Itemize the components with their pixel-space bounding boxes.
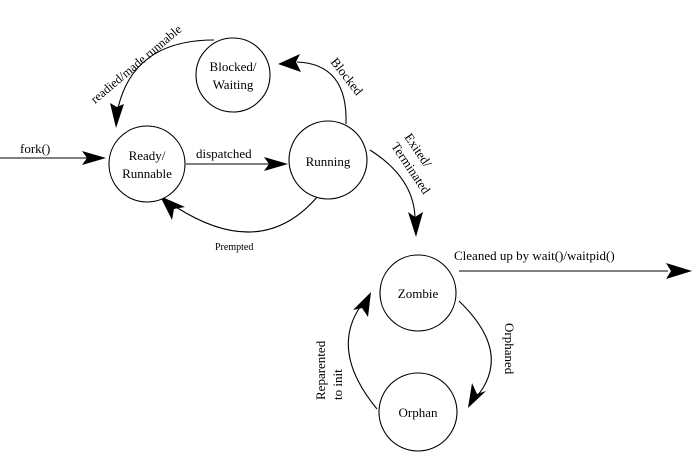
readied-edge [117, 39, 215, 109]
state-circle [288, 120, 368, 200]
label-prempted: Prempted [215, 242, 253, 253]
readied-arrowhead [110, 103, 124, 128]
state-circle [379, 254, 457, 332]
state-label-line2: Waiting [213, 77, 254, 92]
label-cleaned: Cleaned up by wait()/waitpid() [454, 248, 615, 263]
label-fork: fork() [20, 141, 50, 156]
label-reparented-line2: to init [330, 369, 345, 400]
state-zombie: Zombie [379, 254, 457, 332]
label-reparented-line1: Reparented [313, 340, 328, 400]
prempted-edge [175, 195, 319, 233]
label-orphaned: Orphaned [502, 323, 517, 375]
transition-edges [0, 39, 668, 410]
exited-arrowhead [408, 212, 423, 237]
state-circle [108, 125, 186, 203]
dispatched-arrowhead [264, 157, 288, 171]
arrowheads [82, 54, 692, 408]
state-circle [195, 37, 271, 113]
reparented-arrowhead [353, 292, 371, 317]
state-label: Running [306, 154, 351, 169]
cleaned-arrowhead [666, 263, 692, 279]
state-running: Running [288, 120, 368, 200]
state-label: Zombie [398, 286, 439, 301]
state-ready-runnable: Ready/ Runnable [108, 125, 186, 203]
state-circle [378, 372, 458, 452]
state-label: Orphan [399, 405, 438, 420]
blocked-edge [296, 61, 347, 125]
state-label-line1: Ready/ [129, 148, 166, 163]
state-label-line2: Runnable [122, 166, 172, 181]
orphaned-arrowhead [468, 383, 486, 408]
orphaned-edge [458, 300, 492, 396]
state-blocked-waiting: Blocked/ Waiting [195, 37, 271, 113]
fork-arrowhead [82, 151, 106, 165]
label-readied: readied/made runnable [88, 22, 185, 106]
label-reparented: Reparented to init [313, 340, 345, 400]
prempted-arrowhead [160, 196, 185, 220]
label-exited: Exited/ Terminated [388, 130, 435, 197]
state-label-line1: Blocked/ [210, 59, 257, 74]
exited-edge [369, 149, 416, 219]
blocked-arrowhead [278, 54, 301, 72]
label-dispatched: dispatched [196, 146, 252, 161]
reparented-edge [347, 306, 378, 410]
state-orphan: Orphan [378, 372, 458, 452]
